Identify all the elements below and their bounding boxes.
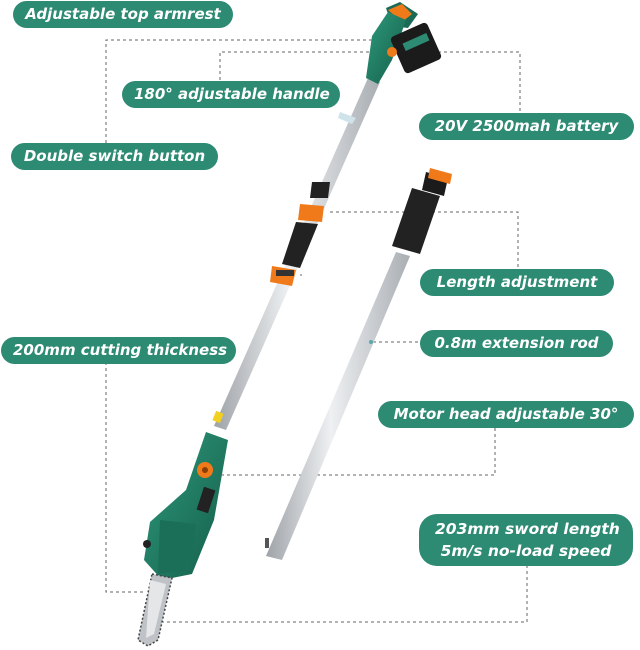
no-load-speed-line: 5m/s no-load speed bbox=[440, 542, 612, 560]
sword-length-line: 203mm sword length bbox=[435, 520, 620, 538]
label-motor-head: Motor head adjustable 30° bbox=[378, 401, 634, 428]
label-sword-length-speed: 203mm sword length 5m/s no-load speed bbox=[419, 514, 633, 566]
label-battery: 20V 2500mah battery bbox=[419, 113, 634, 140]
label-length-adjustment: Length adjustment bbox=[420, 269, 614, 296]
label-adjustable-handle: 180° adjustable handle bbox=[122, 81, 340, 108]
label-double-switch-button: Double switch button bbox=[11, 143, 218, 170]
extension-rod bbox=[265, 168, 452, 560]
label-cutting-thickness: 200mm cutting thickness bbox=[1, 337, 236, 364]
main-pole bbox=[137, 2, 442, 647]
label-extension-rod: 0.8m extension rod bbox=[420, 330, 613, 357]
label-adjustable-top-armrest: Adjustable top armrest bbox=[13, 1, 233, 28]
